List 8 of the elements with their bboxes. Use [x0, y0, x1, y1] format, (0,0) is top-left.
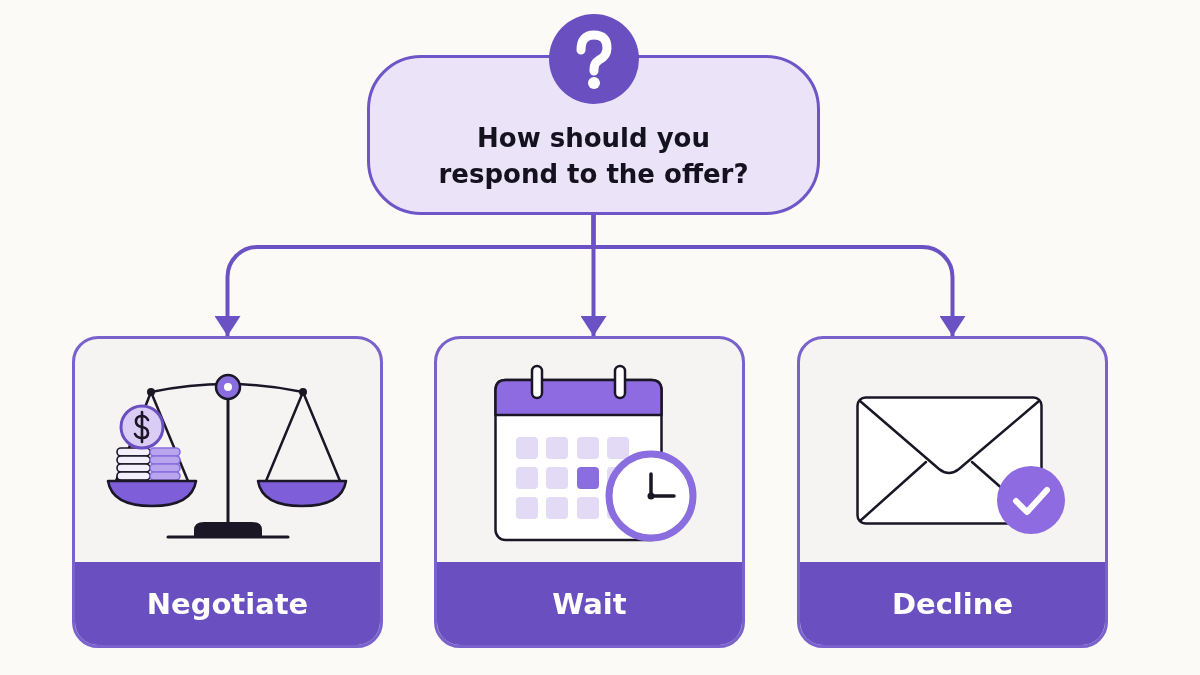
- option-label: Decline: [891, 585, 1014, 622]
- option-card: [434, 336, 745, 648]
- option-card: [797, 336, 1108, 648]
- option-label: Wait: [552, 585, 627, 622]
- arrow: [591, 215, 966, 336]
- question-text: How should you respond to the offer?: [437, 122, 750, 191]
- option-card: [72, 336, 383, 648]
- option-label: Negotiate: [146, 585, 309, 622]
